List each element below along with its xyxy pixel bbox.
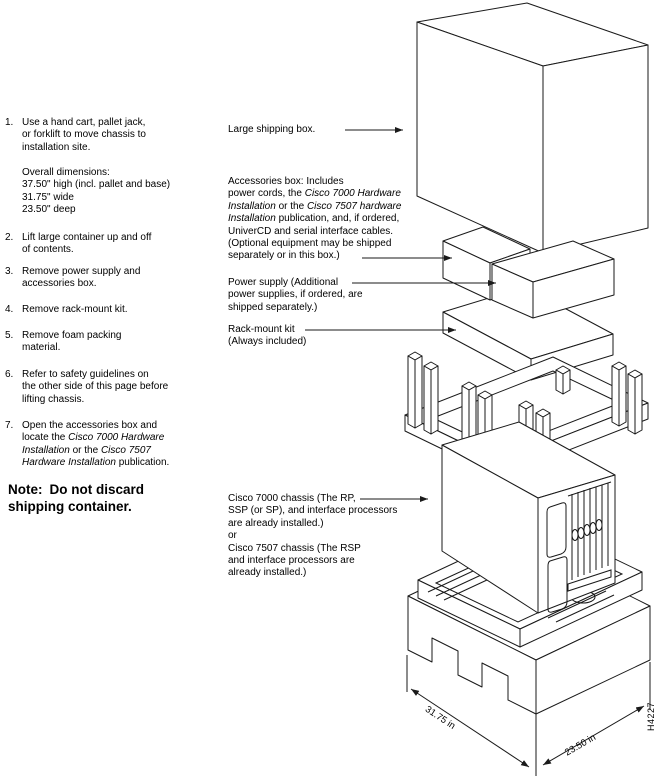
step-text: Lift large container up and off of conte… xyxy=(22,232,152,256)
step-number: 7. xyxy=(5,420,14,431)
step-text: Remove rack-mount kit. xyxy=(22,304,128,315)
note-do-not-discard: Note:Do not discard shipping container. xyxy=(8,482,145,514)
depth-dimension-arrow xyxy=(543,706,644,765)
step-number: 3. xyxy=(5,266,14,277)
label-chassis: Cisco 7000 chassis (The RP, SSP (or SP),… xyxy=(228,493,398,579)
overall-dimensions: Overall dimensions: 37.50" high (incl. p… xyxy=(22,167,171,216)
step-text: Open the accessories box and locate the … xyxy=(22,420,170,469)
chassis-drawing xyxy=(442,422,615,613)
step-6: 6. Refer to safety guidelines on the oth… xyxy=(5,369,168,406)
step-1: 1. Use a hand cart, pallet jack, or fork… xyxy=(5,117,146,154)
step-number: 5. xyxy=(5,330,14,341)
step-number: 6. xyxy=(5,369,14,380)
step-2: 2. Lift large container up and off of co… xyxy=(5,232,151,257)
step-4: 4. Remove rack-mount kit. xyxy=(5,304,128,316)
chassis-panel xyxy=(547,503,566,557)
width-dimension-arrow xyxy=(411,689,529,767)
dimension-lines xyxy=(407,655,650,776)
chassis-panel xyxy=(548,557,567,612)
foam-posts xyxy=(408,352,642,471)
step-text: Use a hand cart, pallet jack, or forklif… xyxy=(22,117,146,153)
label-accessories-box: Accessories box: Includes power cords, t… xyxy=(228,176,402,262)
step-7: 7. Open the accessories box and locate t… xyxy=(5,420,169,470)
label-power-supply: Power supply (Additional power supplies,… xyxy=(228,277,363,313)
step-text: Remove power supply and accessories box. xyxy=(22,266,141,290)
large-shipping-box-drawing xyxy=(417,3,648,253)
step-number: 2. xyxy=(5,232,14,243)
interface-processor-slots xyxy=(568,482,611,591)
power-supply-drawing xyxy=(492,241,614,318)
step-5: 5. Remove foam packing material. xyxy=(5,330,122,355)
leader-lines xyxy=(305,127,496,502)
step-3: 3. Remove power supply and accessories b… xyxy=(5,266,140,291)
label-rack-mount-kit: Rack-mount kit (Always included) xyxy=(228,324,307,348)
label-large-shipping-box: Large shipping box. xyxy=(228,124,316,135)
step-text: Refer to safety guidelines on the other … xyxy=(22,369,169,405)
step-text: Remove foam packing material. xyxy=(22,330,122,354)
step-number: 1. xyxy=(5,117,14,128)
figure-id: H4227 xyxy=(646,702,656,732)
step-number: 4. xyxy=(5,304,14,315)
